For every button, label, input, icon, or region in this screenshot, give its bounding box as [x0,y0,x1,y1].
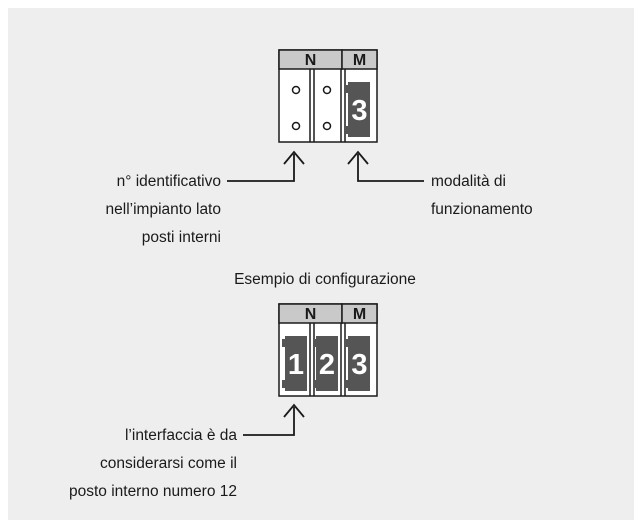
switch-hole-icon [291,85,301,95]
example-digit-3: 3 [351,349,367,381]
top-switch-block: N M 3 [278,49,378,143]
switch-hole-icon [322,121,332,131]
example-switch-block: N M 1 2 3 [278,303,378,397]
example-selector-3 [348,336,370,391]
example-arrow-icon [283,403,305,418]
top-m-digit: 3 [351,95,367,127]
identifier-arrow-line [227,154,295,182]
switch-hole-icon [322,85,332,95]
example-note-line-3: posto interno numero 12 [69,483,237,500]
example-selector-2 [316,336,338,391]
top-m-selector [348,82,370,137]
example-selector-1 [285,336,307,391]
mode-arrow-icon [347,150,369,165]
switch-hole-icon [291,121,301,131]
example-digit-1: 1 [288,349,304,381]
mode-label-line-2: funzionamento [431,201,533,218]
top-header-m: M [353,52,366,69]
mode-label-line-1: modalità di [431,173,506,190]
example-arrow [243,403,305,436]
identifier-arrow-icon [283,150,305,165]
top-header-m-cell [341,49,378,70]
example-arrow-line [243,407,295,436]
example-header-m-cell [341,303,378,324]
identifier-label-line-1: n° identificativo [117,173,221,190]
identifier-label-line-3: posti interni [142,229,221,246]
example-title: Esempio di configurazione [234,271,416,288]
example-note-line-1: l’interfaccia è da [125,427,237,444]
example-note-line-2: considerarsi come il [100,455,237,472]
identifier-label-line-2: nell’impianto lato [106,201,221,218]
example-header-m: M [353,306,366,323]
mode-arrow-line [357,154,424,182]
top-header-n: N [305,52,317,69]
example-digit-2: 2 [319,349,335,381]
example-header-n: N [305,306,317,323]
top-arrows [227,150,424,182]
